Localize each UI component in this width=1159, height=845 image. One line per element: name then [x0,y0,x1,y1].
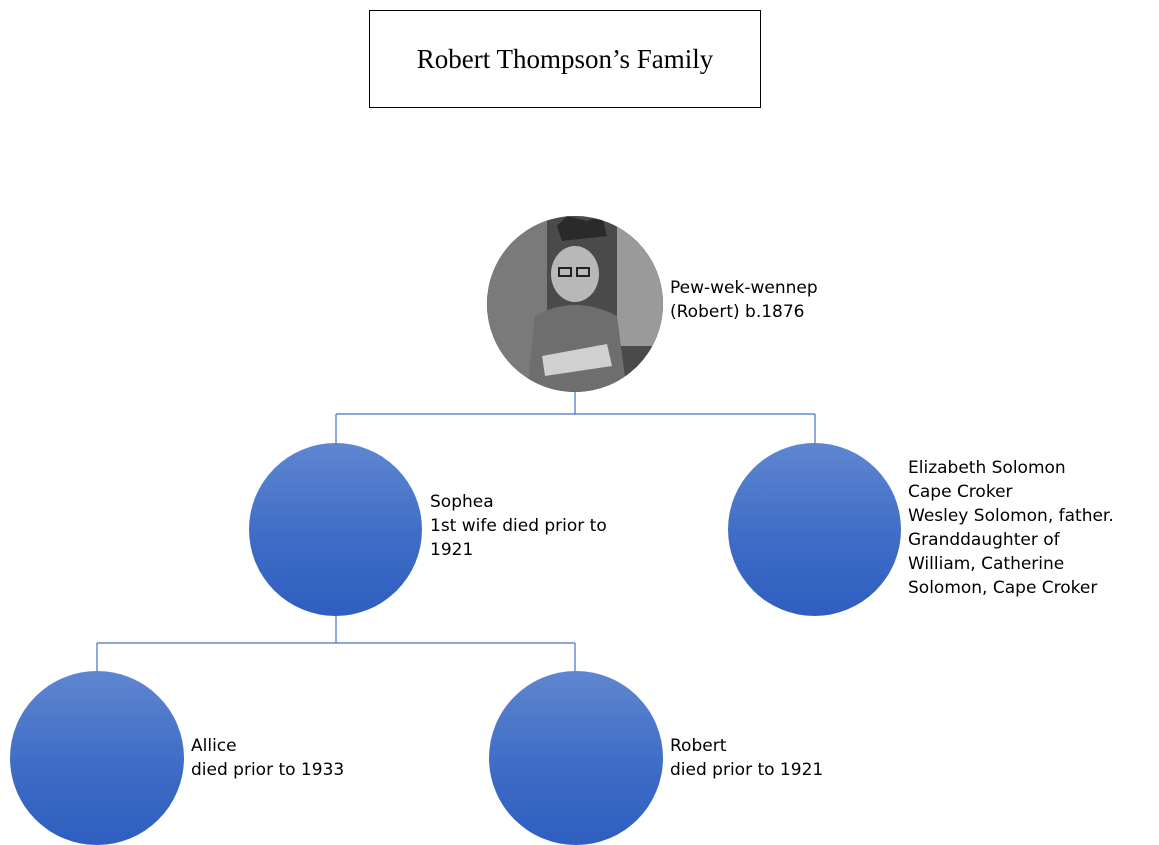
root-label: Pew-wek-wennep (Robert) b.1876 [670,276,818,324]
spouse-label-line: 1921 [430,540,474,560]
spouse-node-elizabeth [728,443,901,616]
child-node-allice [10,671,184,845]
spouse-label-line: Cape Croker [908,482,1013,502]
root-label-line: (Robert) b.1876 [670,302,805,322]
spouse-label-line: 1st wife died prior to [430,516,607,536]
child-label-allice: Allice died prior to 1933 [191,734,344,782]
child-label-line: died prior to 1921 [670,760,824,780]
child-node-robert [489,671,663,845]
spouse-label-elizabeth: Elizabeth Solomon Cape Croker Wesley Sol… [908,456,1114,600]
spouse-label-line: Wesley Solomon, father. [908,506,1114,526]
spouse-label-line: Granddaughter of [908,530,1060,550]
spouse-label-line: Solomon, Cape Croker [908,578,1098,598]
child-label-line: died prior to 1933 [191,760,345,780]
spouse-label-line: Elizabeth Solomon [908,458,1066,478]
diagram-title: Robert Thompson’s Family [369,10,761,108]
portrait-photo-icon [487,216,663,392]
root-label-line: Pew-wek-wennep [670,278,818,298]
spouse-label-line: Sophea [430,492,494,512]
child-label-line: Robert [670,736,727,756]
child-label-robert: Robert died prior to 1921 [670,734,823,782]
spouse-label-sophea: Sophea 1st wife died prior to 1921 [430,490,607,562]
spouse-node-sophea [249,443,422,616]
child-label-line: Allice [191,736,237,756]
root-photo [487,216,663,392]
spouse-label-line: William, Catherine [908,554,1065,574]
